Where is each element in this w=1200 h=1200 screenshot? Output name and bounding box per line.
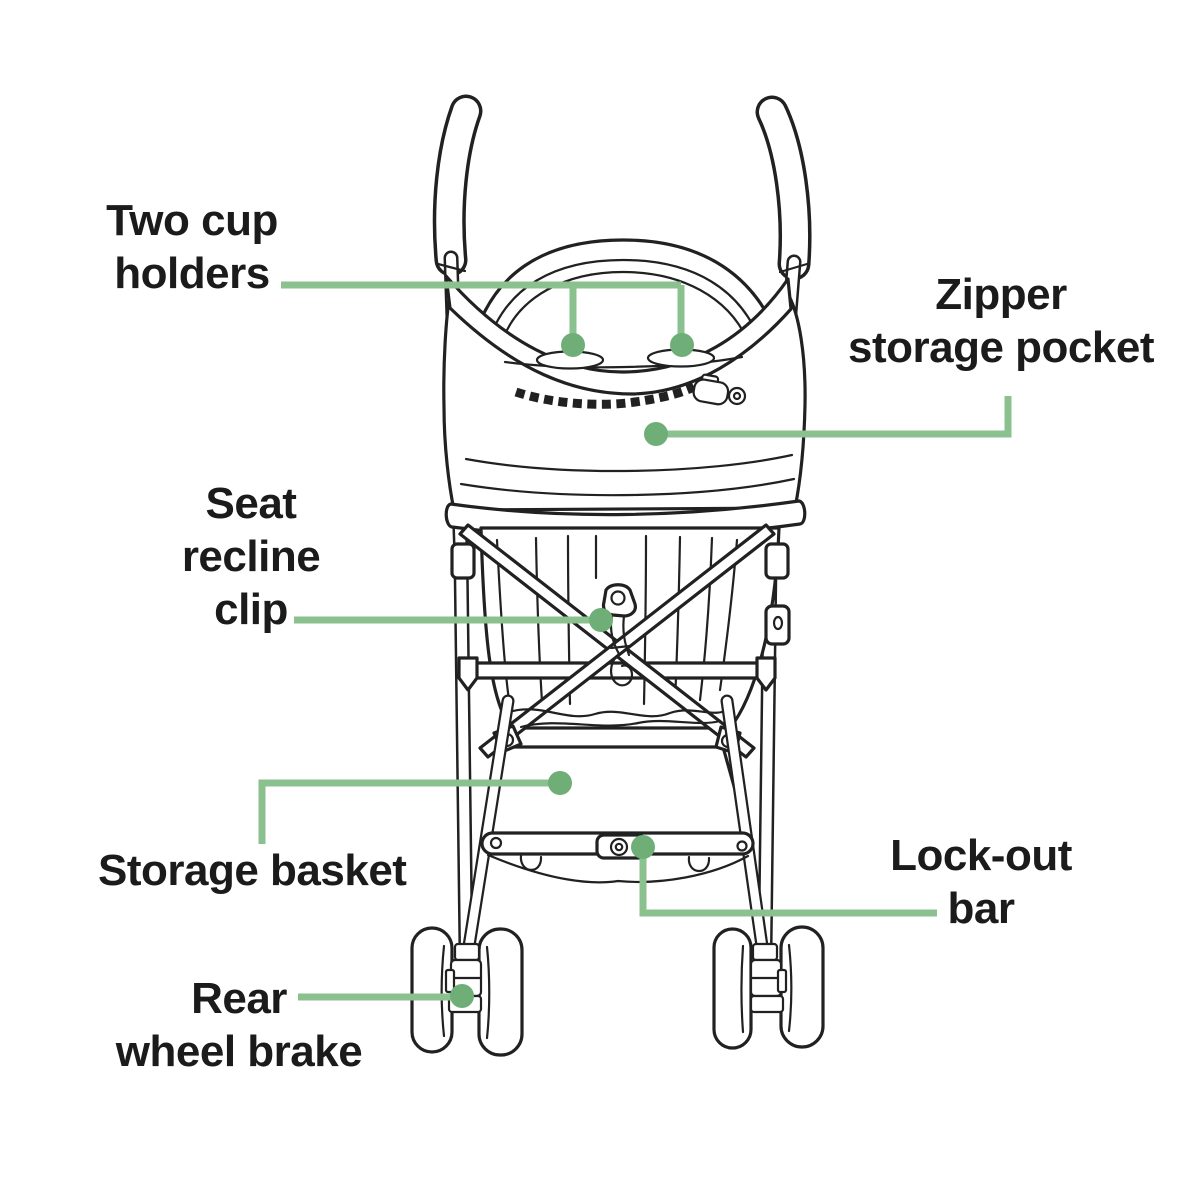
recline-clip-hole bbox=[610, 590, 626, 606]
callout-dot-lock-out-bar bbox=[631, 835, 655, 859]
callout-line-zipper-pocket bbox=[659, 396, 1012, 438]
callout-line-lock-out-bar bbox=[639, 850, 937, 917]
basket-bottom-sag bbox=[486, 853, 750, 884]
x-frame-bar-a bbox=[458, 523, 756, 759]
wheel-right-outer bbox=[779, 925, 825, 1049]
label-two-cup-holders: Two cup holders bbox=[106, 196, 278, 298]
panel-seam-upper bbox=[464, 453, 794, 473]
frame-bracket-right bbox=[755, 656, 777, 692]
canopy-hinge-left bbox=[450, 542, 476, 580]
panel-seam-lower bbox=[459, 477, 796, 497]
cup-shelf-line bbox=[503, 355, 744, 369]
callout-dot-rear-wheel-brake bbox=[450, 984, 474, 1008]
label-rear-wheel-brake: Rear wheel brake bbox=[115, 974, 363, 1076]
label-zipper-storage-pocket: Zipper storage pocket bbox=[848, 270, 1154, 372]
bar-rivet-right bbox=[736, 840, 748, 852]
callout-dot-cup-holder-right bbox=[670, 333, 694, 357]
zipper-teeth bbox=[514, 382, 696, 409]
recline-strap-bracket bbox=[764, 604, 791, 646]
rear-wheels-right bbox=[712, 925, 825, 1050]
wheel-left-inner bbox=[477, 927, 524, 1057]
zipper bbox=[514, 373, 747, 409]
brake-hub-left bbox=[444, 942, 483, 1014]
label-seat-recline-clip: Seat recline clip bbox=[181, 479, 321, 634]
left-grip-end-seam bbox=[436, 262, 467, 273]
callout-dot-recline-clip bbox=[589, 608, 613, 632]
canopy-hinge-right bbox=[764, 542, 790, 580]
brake-pedal-right bbox=[749, 994, 785, 1014]
brake-hub-right bbox=[749, 942, 788, 1014]
canopy-dome bbox=[468, 238, 786, 356]
callout-dot-storage-basket bbox=[548, 771, 572, 795]
callout-line-storage-basket bbox=[258, 779, 557, 844]
bar-rivet-left bbox=[489, 836, 503, 850]
zipper-slider bbox=[692, 378, 730, 406]
label-storage-basket: Storage basket bbox=[98, 846, 407, 895]
label-lock-out-bar: Lock-out bar bbox=[890, 831, 1072, 933]
seat-cross-tube bbox=[465, 661, 770, 680]
callouts bbox=[258, 281, 1012, 1008]
callout-dot-cup-holder-left bbox=[561, 333, 585, 357]
frame-bracket-left bbox=[457, 656, 479, 692]
seat-back bbox=[450, 523, 791, 759]
basket-face bbox=[485, 745, 750, 838]
wheel-right-inner bbox=[712, 927, 753, 1050]
zipper-pull-ring bbox=[727, 386, 747, 406]
recline-clip-hook bbox=[609, 652, 634, 687]
organizer-band bbox=[444, 274, 793, 396]
x-frame-bar-b bbox=[478, 523, 776, 759]
callout-dot-zipper-pocket bbox=[644, 422, 668, 446]
seat-bottom-fold bbox=[504, 707, 731, 718]
lock-out-bar-drawing bbox=[480, 831, 755, 884]
right-grip-end-seam bbox=[778, 262, 809, 274]
front-legs bbox=[462, 694, 769, 953]
callout-line-two-cup-holders bbox=[281, 281, 685, 338]
